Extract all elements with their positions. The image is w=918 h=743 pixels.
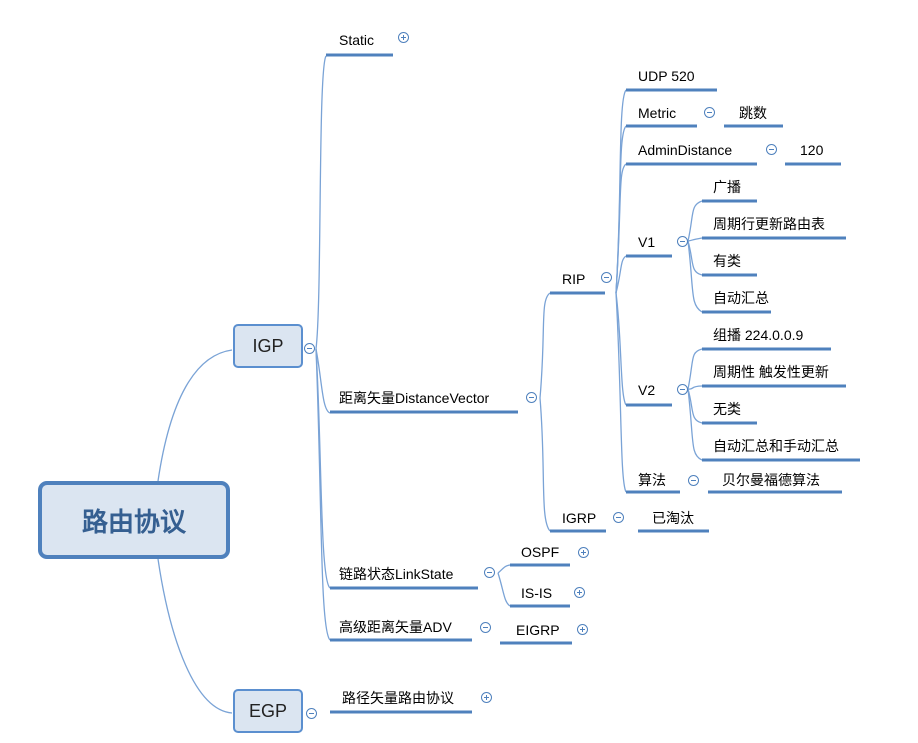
igp-label: IGP xyxy=(252,335,284,356)
dv-label[interactable]: 距离矢量DistanceVector xyxy=(339,390,490,406)
collapse-icon[interactable] xyxy=(677,236,688,247)
collapse-icon[interactable] xyxy=(613,512,624,523)
igrp-label[interactable]: IGRP xyxy=(562,510,597,526)
isis-label[interactable]: IS-IS xyxy=(521,585,553,601)
eigrp-label[interactable]: EIGRP xyxy=(516,622,560,638)
v1-label[interactable]: V1 xyxy=(638,234,656,250)
igp-node[interactable]: IGP xyxy=(233,324,303,368)
v2-item[interactable]: 自动汇总和手动汇总 xyxy=(713,438,839,454)
root-node[interactable]: 路由协议 xyxy=(38,481,230,559)
collapse-icon[interactable] xyxy=(601,272,612,283)
expand-icon[interactable] xyxy=(578,547,589,558)
v1-item[interactable]: 周期行更新路由表 xyxy=(713,216,825,232)
expand-icon[interactable] xyxy=(398,32,409,43)
adv-label[interactable]: 高级距离矢量ADV xyxy=(339,619,452,635)
algorithm-value[interactable]: 贝尔曼福德算法 xyxy=(722,472,820,488)
v1-item[interactable]: 广播 xyxy=(713,179,741,195)
collapse-icon[interactable] xyxy=(484,567,495,578)
v2-label[interactable]: V2 xyxy=(638,382,656,398)
udp-label[interactable]: UDP 520 xyxy=(638,68,695,84)
egp-label: EGP xyxy=(248,700,287,721)
collapse-icon[interactable] xyxy=(480,622,491,633)
collapse-icon[interactable] xyxy=(766,144,777,155)
root-label: 路由协议 xyxy=(81,507,186,538)
v2-item[interactable]: 无类 xyxy=(713,401,741,417)
v1-item[interactable]: 自动汇总 xyxy=(713,290,769,306)
collapse-icon[interactable] xyxy=(704,107,715,118)
collapse-icon[interactable] xyxy=(677,384,688,395)
collapse-icon[interactable] xyxy=(304,343,315,354)
v1-item[interactable]: 有类 xyxy=(713,253,741,269)
v2-item[interactable]: 组播 224.0.0.9 xyxy=(713,327,804,343)
metric-value[interactable]: 跳数 xyxy=(739,105,767,121)
collapse-icon[interactable] xyxy=(306,708,317,719)
v2-item[interactable]: 周期性 触发性更新 xyxy=(713,364,829,380)
static-label[interactable]: Static xyxy=(339,32,375,48)
rip-label[interactable]: RIP xyxy=(562,271,586,287)
collapse-icon[interactable] xyxy=(526,392,537,403)
egp-node[interactable]: EGP xyxy=(233,689,303,733)
expand-icon[interactable] xyxy=(481,692,492,703)
metric-label[interactable]: Metric xyxy=(638,105,677,121)
admin-distance-label[interactable]: AdminDistance xyxy=(638,142,733,158)
admin-distance-value[interactable]: 120 xyxy=(800,142,824,158)
expand-icon[interactable] xyxy=(574,587,585,598)
linkstate-label[interactable]: 链路状态LinkState xyxy=(339,566,454,582)
expand-icon[interactable] xyxy=(577,624,588,635)
ospf-label[interactable]: OSPF xyxy=(521,544,560,560)
igrp-value[interactable]: 已淘汰 xyxy=(652,510,694,526)
algorithm-label[interactable]: 算法 xyxy=(638,472,666,488)
collapse-icon[interactable] xyxy=(688,475,699,486)
pathvector-label[interactable]: 路径矢量路由协议 xyxy=(342,690,454,706)
